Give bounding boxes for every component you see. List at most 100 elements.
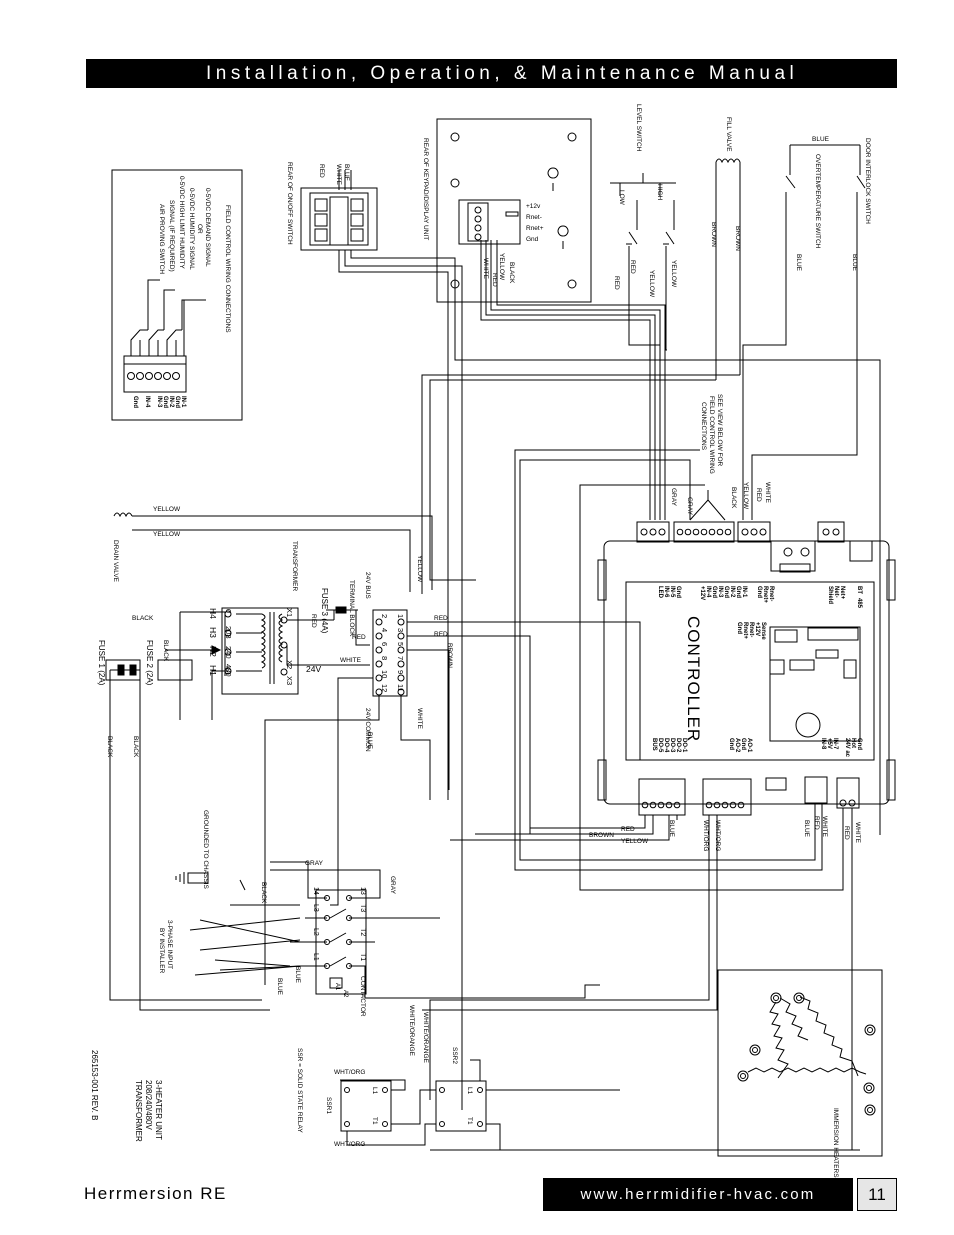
ssr-whiteorange-2: WHITE/ORANGE	[422, 1012, 429, 1064]
keypad-term-12v: +12v	[526, 203, 541, 210]
ctrl-wire-white: WHITE	[764, 482, 771, 504]
tb-n3: 3	[396, 628, 405, 632]
transformer-24v: 24V	[306, 664, 321, 674]
transformer-red: RED	[352, 634, 366, 641]
ground-label-1: GROUNDED TO CHASSIS	[202, 810, 209, 890]
onoff-switch	[300, 187, 378, 251]
field-wiring-signal: SIGNAL (IF REQUIRED)	[168, 200, 175, 272]
input-1: 3-PHASE INPUT	[166, 920, 173, 969]
ct-gnd-4: Gnd	[711, 586, 717, 598]
fw-term-1: IN-1	[180, 396, 186, 408]
tap-h2: H2	[208, 646, 218, 657]
ct-black: BLACK	[260, 882, 267, 904]
level-high: HIGH	[656, 184, 663, 201]
unit-line-3: TRANSFORMER	[134, 1080, 143, 1142]
tb-yellow: YELLOW	[416, 555, 423, 583]
onoff-white: WHITE	[335, 164, 342, 186]
ssr-whtorg-2: WHT/ORG	[334, 1141, 365, 1148]
tb-brown: BROWN	[446, 643, 453, 668]
field-wiring-airproving: AIR PROVING SWITCH	[158, 204, 165, 274]
fw-term-3: IN-2	[168, 396, 174, 408]
ct-blue-1: BLUE	[294, 966, 301, 984]
footer-url-text: www.herrmidifier-hvac.com	[580, 1186, 816, 1203]
x3: X3	[285, 676, 294, 685]
cb-bus: BUS	[651, 738, 657, 751]
keypad-label: REAR OF KEYPAD/DISPLAY UNIT	[422, 138, 429, 240]
cb-in7: IN-7	[832, 738, 838, 750]
tb-red-1: RED	[434, 615, 448, 622]
field-wiring-box	[111, 169, 243, 421]
keypad-wire-white: WHITE	[482, 258, 489, 280]
ssr1-t1: T1	[371, 1117, 378, 1125]
ct-l2: L2	[312, 928, 319, 936]
keypad-term-rnet-plus: Rnet+	[526, 225, 544, 232]
keypad-term-rnet-minus: Rnet-	[526, 214, 542, 221]
overtemp-label: OVERTEMPERATURE SWITCH	[814, 154, 821, 249]
cb-do4: DO-4	[663, 738, 669, 753]
field-wiring-title: FIELD CONTROL WIRING CONNECTIONS	[224, 205, 231, 333]
volt-480: 480	[224, 664, 233, 677]
tap-h1: H1	[208, 665, 218, 676]
fw-term-6: IN-4	[144, 396, 150, 408]
level-low: LOW	[618, 190, 625, 206]
volt-0: 0	[224, 609, 233, 613]
level-red-1: RED	[613, 276, 620, 290]
ct-14: 14	[312, 887, 319, 895]
fuse2-black-2: BLACK	[132, 736, 139, 758]
tb-white: WHITE	[416, 708, 423, 730]
ct-12v: +12V	[699, 586, 705, 600]
sense-label: Sense	[760, 622, 766, 640]
cbw-whtorg-1: WHT/ORG	[702, 820, 709, 851]
cb-do1: DO-1	[681, 738, 687, 753]
volt-240: 240	[224, 646, 233, 659]
tb-n1: 1	[396, 614, 405, 618]
ctrl-wire-gray-2: GRAY	[686, 497, 693, 516]
fuse3-red: RED	[310, 614, 317, 628]
ctrl-wire-yellow: YELLOW	[742, 482, 749, 510]
cbw-red-2: RED	[813, 816, 820, 830]
terminal-block	[372, 609, 408, 697]
fuse2-label: FUSE 2 (2A)	[145, 640, 154, 686]
level-yellow-1: YELLOW	[648, 270, 655, 298]
fill-brown-1: BROWN	[710, 222, 717, 247]
x1: X1	[285, 608, 294, 617]
tb-n4: 4	[380, 628, 389, 632]
ct-t3: T3	[359, 904, 366, 912]
cbw-yellow: YELLOW	[621, 838, 649, 845]
ssr-whiteorange-1: WHITE/ORANGE	[408, 1005, 415, 1057]
immersion-heaters	[717, 969, 883, 1157]
cb-do5: DO-5	[657, 738, 663, 753]
footer-url[interactable]: www.herrmidifier-hvac.com	[543, 1178, 853, 1211]
ssr2	[435, 1080, 487, 1132]
door-interlock-label: DOOR INTERLOCK SWITCH	[864, 138, 871, 224]
see-view-3: CONNECTIONS	[700, 402, 707, 451]
keypad-panel	[436, 118, 592, 303]
ct-in4: IN-4	[705, 586, 711, 598]
fuse1-black: BLACK	[106, 736, 113, 758]
cb-do3: DO-3	[669, 738, 675, 753]
ssr1-l1: L1	[371, 1087, 378, 1095]
cbw-brown: BROWN	[589, 832, 614, 839]
ct-t2: T2	[359, 928, 366, 936]
drain-yellow-2: YELLOW	[153, 531, 181, 538]
ct-485: 485	[856, 598, 862, 609]
ssr1	[340, 1080, 392, 1132]
fw-term-2: Gnd	[174, 396, 180, 408]
transformer-label: TRANSFORMER	[291, 541, 298, 592]
ct-l1: L1	[312, 953, 319, 961]
ct-in6: IN-6	[663, 586, 669, 598]
cb-do2: DO-2	[675, 738, 681, 753]
x2: X2	[285, 660, 294, 669]
cbw-blue-2: BLUE	[803, 820, 810, 838]
ct-gnd-5: Gnd	[756, 586, 762, 598]
volt-208: 208	[224, 626, 233, 639]
ct-in5: IN-5	[669, 586, 675, 598]
cbw-red-3: RED	[843, 826, 850, 840]
tb-n9: 9	[396, 670, 405, 674]
field-wiring-or: OR	[196, 224, 203, 234]
cb-ao1: AO-1	[746, 738, 752, 753]
tb-n10: 10	[380, 670, 389, 678]
tb-common: 24V COMMON	[364, 708, 371, 752]
keypad-wire-red: RED	[491, 273, 498, 287]
drain-yellow-1: YELLOW	[153, 506, 181, 513]
